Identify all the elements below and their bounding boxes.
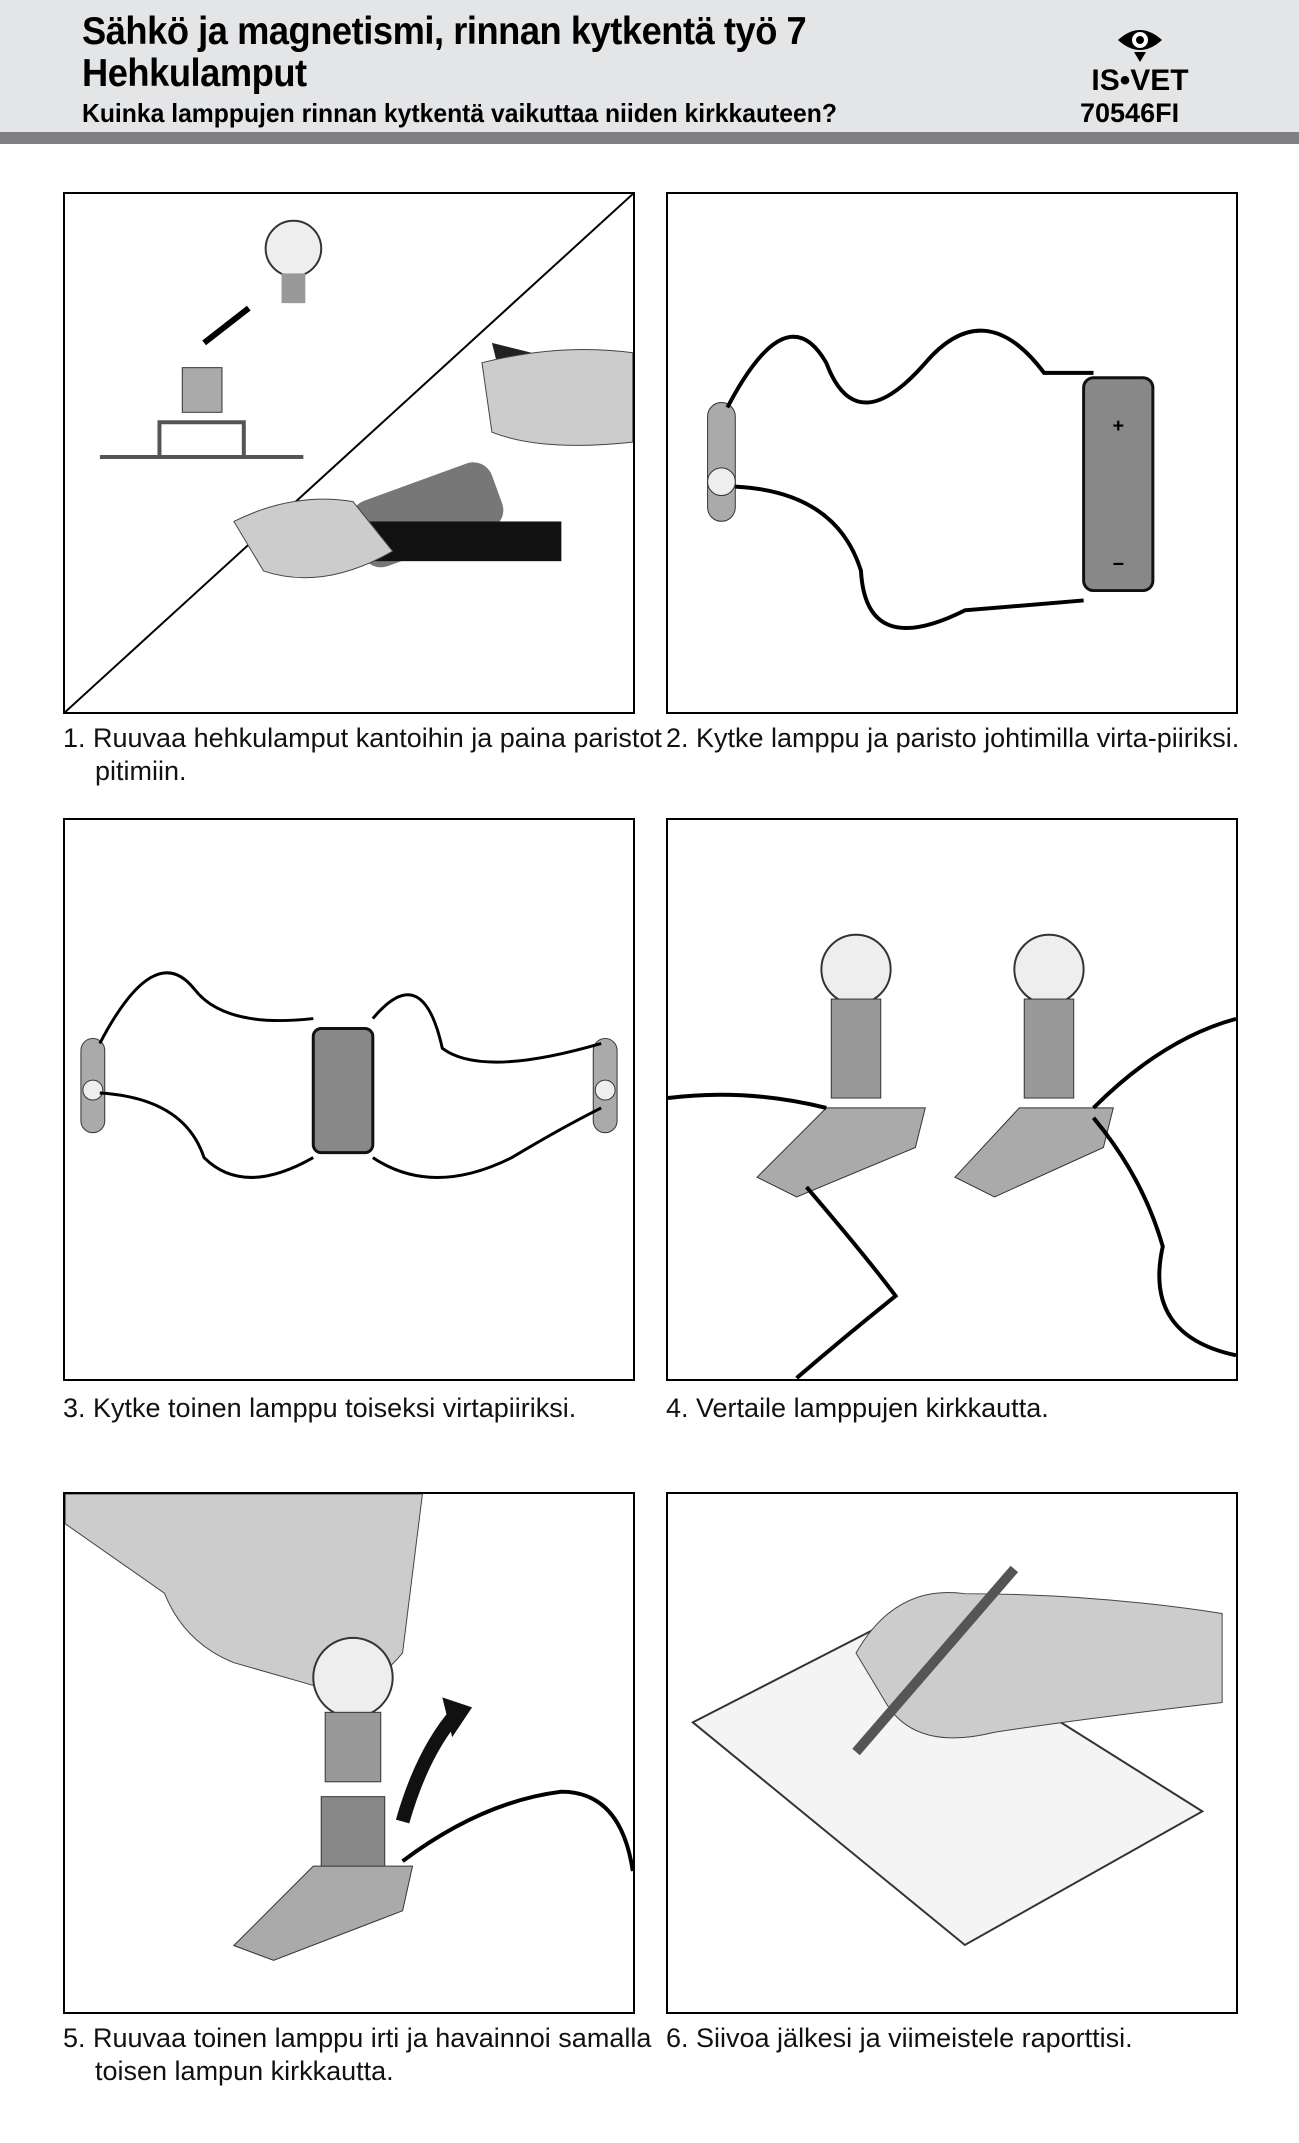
step-4-caption: 4. Vertaile lamppujen kirkkautta.	[666, 1393, 1049, 1423]
step-2-illustration: +−	[666, 192, 1238, 714]
page-title: Sähkö ja magnetismi, rinnan kytkentä työ…	[82, 10, 807, 53]
step-2-caption: 2. Kytke lamppu ja paristo johtimilla vi…	[666, 723, 1240, 753]
step-1-caption: 1. Ruuvaa hehkulamput kantoihin ja paina…	[63, 723, 662, 786]
step-5-illustration	[63, 1492, 635, 2014]
svg-text:+: +	[1112, 415, 1124, 437]
step-4-illustration	[666, 818, 1238, 1381]
svg-text:−: −	[1112, 554, 1124, 576]
step-5-caption: 5. Ruuvaa toinen lamppu irti ja havainno…	[63, 2023, 652, 2086]
isvet-logo: IS•VET	[1091, 30, 1189, 92]
svg-text:IS•VET: IS•VET	[1091, 64, 1188, 92]
step-3-illustration	[63, 818, 635, 1381]
step-3-caption: 3. Kytke toinen lamppu toiseksi virtapii…	[63, 1393, 577, 1423]
step-6-caption: 6. Siivoa jälkesi ja viimeistele raportt…	[666, 2023, 1133, 2053]
page-subtitle-title: Hehkulamput	[82, 52, 307, 95]
step-1-illustration	[63, 192, 635, 714]
question: Kuinka lamppujen rinnan kytkentä vaikutt…	[82, 98, 837, 128]
header: Sähkö ja magnetismi, rinnan kytkentä työ…	[0, 0, 1299, 132]
step-6-illustration	[666, 1492, 1238, 2014]
product-code: 70546FI	[1080, 98, 1180, 128]
header-divider	[0, 132, 1299, 144]
